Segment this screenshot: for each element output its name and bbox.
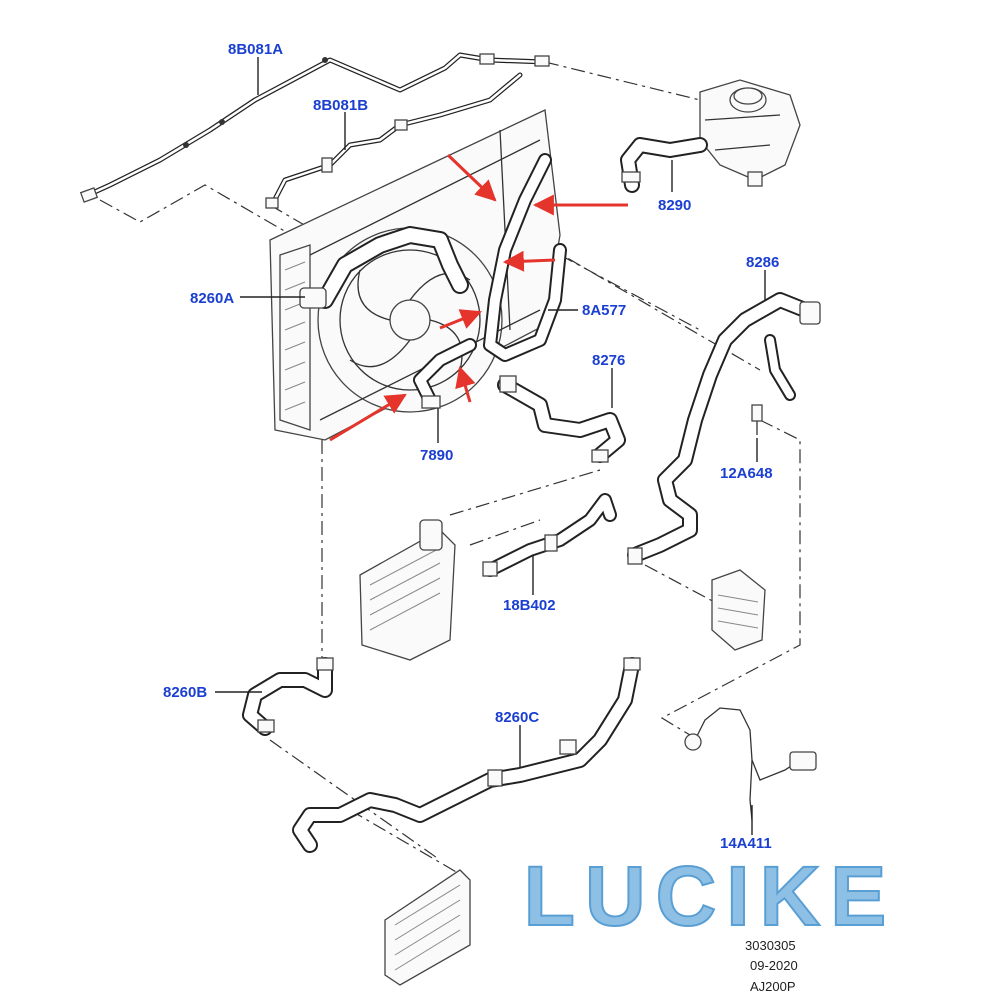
hose-8276 (497, 375, 626, 463)
hose-8290 (620, 137, 708, 193)
label-8290: 8290 (658, 197, 691, 214)
hose-upper-radiator (299, 226, 469, 309)
hose-8260c (292, 657, 641, 853)
drawing-reference: 3030305 09-2020 AJ200P (745, 938, 798, 994)
label-18b402: 18B402 (503, 597, 556, 614)
hose-8260b (242, 657, 334, 736)
hose-8a577 (483, 153, 567, 362)
ref-number: 3030305 (745, 938, 796, 953)
label-8286: 8286 (746, 254, 779, 271)
label-8276: 8276 (592, 352, 625, 369)
hose-18b402 (482, 493, 617, 577)
label-8a577: 8A577 (582, 302, 626, 319)
flow-arrows (329, 153, 628, 442)
harness-14a411 (684, 707, 817, 821)
vent-line-8b081a (79, 52, 550, 203)
vent-line-8b081b (265, 72, 523, 209)
label-8260b: 8260B (163, 684, 207, 701)
oil-cooler (711, 569, 766, 651)
assembly-lines (99, 61, 801, 881)
lower-radiator (384, 869, 471, 986)
watermark-logo: LUCIKE (524, 849, 897, 943)
expansion-tank (699, 79, 801, 187)
label-8b081b: 8B081B (313, 97, 368, 114)
intercooler (359, 519, 456, 661)
leader-lines (215, 57, 766, 835)
label-8b081a: 8B081A (228, 41, 283, 58)
label-8260a: 8260A (190, 290, 234, 307)
ref-date: 09-2020 (750, 958, 798, 973)
hose-8286 (627, 292, 821, 565)
hose-7890 (413, 338, 477, 409)
sensor-12a648 (751, 404, 763, 435)
label-8260c: 8260C (495, 709, 539, 726)
part-labels: 8B081A 8B081B 8290 8286 8260A 8A577 8276… (163, 41, 779, 852)
label-14a411: 14A411 (720, 835, 772, 852)
label-7890: 7890 (420, 447, 453, 464)
label-12a648: 12A648 (720, 465, 773, 482)
ref-code: AJ200P (750, 979, 796, 994)
